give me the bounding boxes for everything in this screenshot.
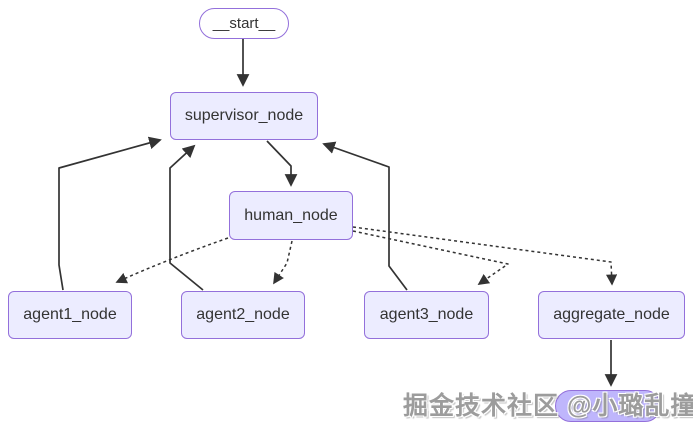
edge-agent1-to-supervisor	[58, 136, 162, 291]
node-agent2: agent2_node	[181, 291, 305, 339]
edge-supervisor-to-human	[266, 140, 298, 187]
node-agent3: agent3_node	[364, 291, 489, 339]
edge-human-to-agent1	[115, 237, 229, 284]
node-agent1: agent1_node	[8, 291, 132, 339]
node-start-label: __start__	[212, 15, 276, 32]
node-human-label: human_node	[244, 206, 338, 224]
node-aggregate: aggregate_node	[538, 291, 685, 339]
node-agent2-label: agent2_node	[196, 306, 290, 323]
node-end	[555, 390, 661, 422]
node-aggregate-label: aggregate_node	[553, 306, 670, 323]
node-supervisor-label: supervisor_node	[184, 107, 304, 124]
node-agent1-label: agent1_node	[23, 306, 117, 323]
edge-human-to-agent2	[273, 240, 293, 285]
node-supervisor: supervisor_node	[170, 92, 318, 140]
edge-human-to-aggregate	[352, 226, 618, 286]
edge-agent3-to-supervisor	[322, 141, 408, 291]
edge-human-to-agent3	[352, 230, 509, 285]
node-agent3-label: agent3_node	[379, 306, 474, 323]
watermark-text: 掘金技术社区 @小璐乱撞	[403, 392, 693, 420]
edge-agent2-to-supervisor	[169, 144, 204, 291]
node-start: __start__	[199, 8, 289, 39]
node-human: human_node	[229, 191, 353, 240]
